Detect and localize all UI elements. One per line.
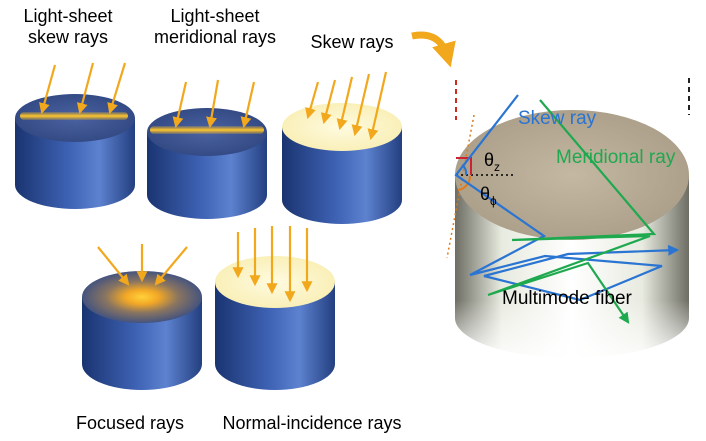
cylinder-normal-incidence bbox=[215, 226, 335, 390]
label-normal-incidence-rays: Normal-incidence rays bbox=[222, 413, 401, 433]
label-light-sheet-meridional-2: meridional rays bbox=[154, 27, 276, 47]
incident-rays bbox=[232, 226, 313, 303]
theta-phi-arc bbox=[457, 175, 472, 191]
incident-rays bbox=[305, 71, 388, 141]
multimode-fiber bbox=[446, 78, 690, 360]
label-theta-z: θz bbox=[484, 150, 500, 174]
label-skew-rays: Skew rays bbox=[310, 32, 393, 52]
label-light-sheet-skew-1: Light-sheet bbox=[23, 6, 112, 26]
skew-ray-path bbox=[454, 94, 680, 302]
cylinder-light-sheet-meridional bbox=[147, 79, 267, 219]
incident-rays bbox=[172, 79, 256, 129]
light-sheet-line bbox=[20, 112, 128, 120]
label-skew-ray: Skew ray bbox=[518, 108, 597, 129]
incident-rays bbox=[39, 62, 127, 115]
tangent-dotted-line bbox=[446, 114, 475, 259]
theta-z-arc bbox=[456, 157, 472, 175]
cylinder-light-sheet-skew bbox=[15, 62, 135, 209]
light-sheet-line bbox=[150, 126, 264, 134]
cylinder-skew-rays bbox=[282, 71, 402, 224]
meridional-ray-path bbox=[487, 99, 657, 324]
label-light-sheet-meridional-1: Light-sheet bbox=[170, 6, 259, 26]
label-focused-rays: Focused rays bbox=[76, 413, 184, 433]
incident-rays bbox=[97, 244, 188, 286]
label-light-sheet-skew-2: skew rays bbox=[28, 27, 108, 47]
label-multimode-fiber: Multimode fiber bbox=[502, 288, 633, 309]
label-theta-phi: θϕ bbox=[480, 184, 497, 208]
label-meridional-ray: Meridional ray bbox=[556, 147, 676, 168]
pointer-arrow bbox=[411, 31, 456, 68]
cylinder-focused-rays bbox=[82, 244, 202, 390]
